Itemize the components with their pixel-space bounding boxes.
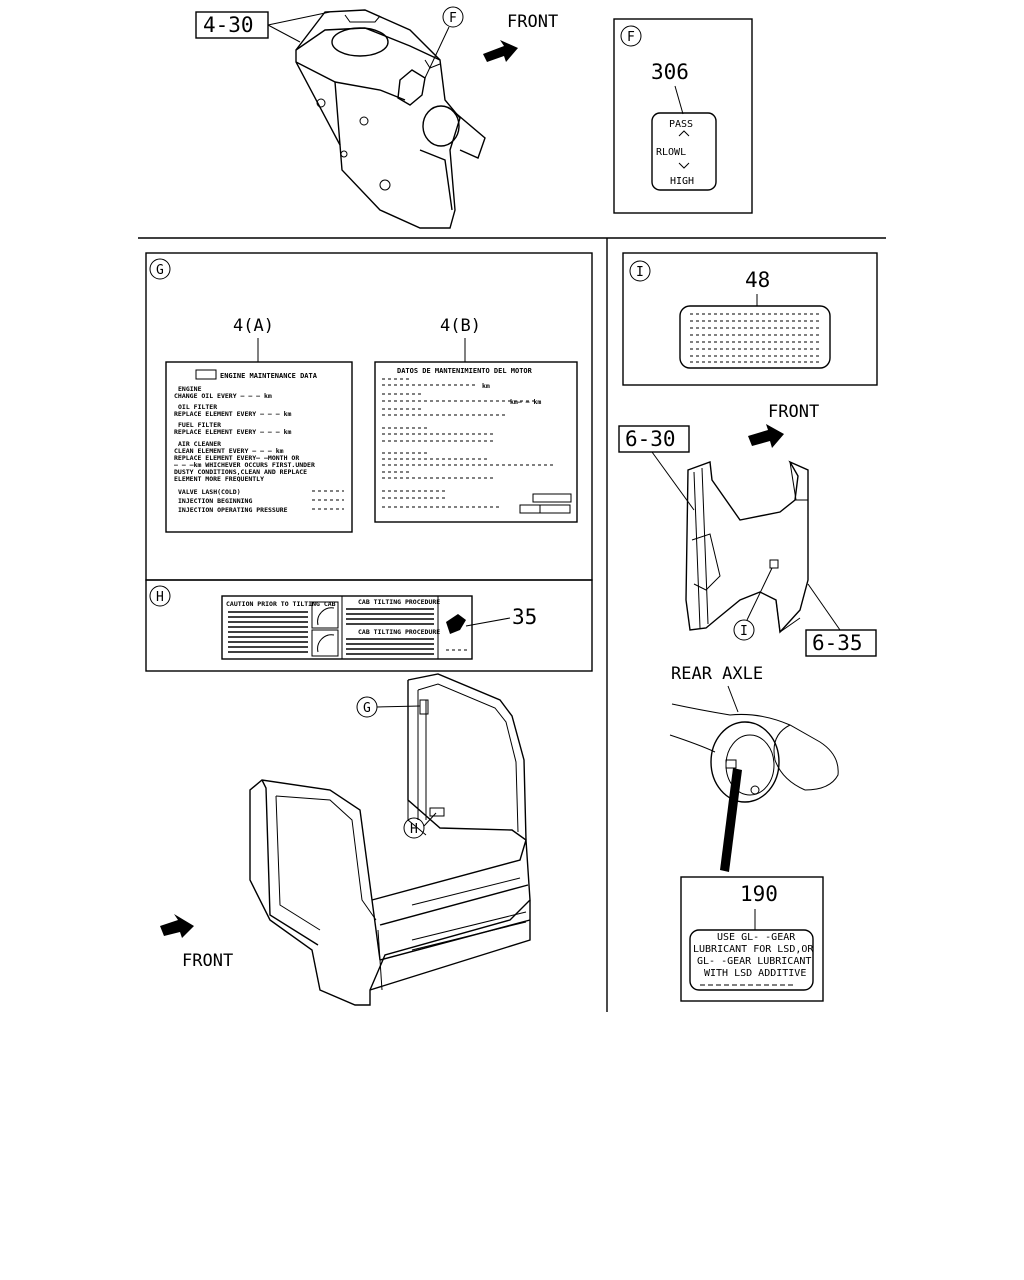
rear-axle-housing	[669, 703, 839, 872]
label-190-line: USE GL- -GEAR	[717, 932, 796, 943]
marker-h: H	[156, 590, 164, 605]
label-4a-line: AIR CLEANER	[178, 440, 221, 448]
label-4a-line: ELEMENT MORE FREQUENTLY	[174, 475, 264, 483]
label-35-right-title-2: CAB TILTING PROCEDURE	[358, 628, 440, 636]
leader-line	[807, 583, 841, 631]
front-arrow-icon	[748, 424, 784, 448]
front-label-top: FRONT	[507, 12, 558, 32]
box-f	[613, 18, 753, 214]
label-4a-line: INJECTION BEGINNING	[178, 497, 252, 505]
callout-35: 35	[512, 605, 537, 629]
front-label-bottom: FRONT	[182, 951, 233, 971]
label-4b-title: DATOS DE MANTENIMIENTO DEL MOTOR	[397, 367, 533, 375]
marker-f: F	[627, 30, 635, 45]
box-190	[680, 876, 824, 1002]
label-4b	[374, 361, 578, 523]
leader-line	[424, 26, 450, 79]
callout-box-6-35	[805, 629, 877, 657]
marker-i-circle	[733, 619, 755, 641]
callout-306: 306	[651, 60, 689, 84]
callout-4-30: 4-30	[203, 13, 254, 37]
marker-h: H	[410, 822, 418, 837]
leader-line	[267, 11, 331, 26]
callout-190: 190	[740, 882, 778, 906]
cab-body	[249, 673, 531, 1006]
label-4a-line: INJECTION OPERATING PRESSURE	[178, 506, 288, 514]
leader-line	[376, 705, 421, 708]
callout-4a: 4(A)	[233, 316, 274, 336]
label-4a-line: OIL FILTER	[178, 403, 217, 411]
label-4a-title: ENGINE MAINTENANCE DATA	[220, 372, 318, 380]
label-4a-line: CHANGE OIL EVERY — — — km	[174, 392, 272, 400]
label-4a-line: DUSTY CONDITIONS,CLEAN AND REPLACE	[174, 468, 307, 476]
sign-306	[651, 112, 717, 191]
box-i	[622, 252, 878, 386]
label-35	[221, 595, 473, 660]
marker-h-circle	[149, 585, 171, 607]
box-h	[145, 579, 593, 672]
label-4a-line: CLEAN ELEMENT EVERY — — — km	[174, 447, 284, 455]
label-4a	[165, 361, 353, 533]
callout-6-30: 6-30	[625, 427, 676, 451]
callout-48: 48	[745, 268, 770, 292]
rear-axle-label: REAR AXLE	[671, 664, 763, 684]
marker-i-circle	[629, 260, 651, 282]
marker-i: I	[740, 624, 748, 639]
marker-h-circle	[403, 817, 425, 839]
label-4a-line: REPLACE ELEMENT EVERY — — — km	[174, 428, 291, 436]
leader-line	[746, 567, 773, 621]
label-4a-line: REPLACE ELEMENT EVERY— —MONTH OR	[174, 454, 299, 462]
marker-f-circle	[442, 6, 464, 28]
leader-line	[465, 617, 511, 627]
marker-g: G	[363, 701, 371, 716]
sign-306-pass: PASS	[669, 119, 693, 130]
callout-box-6-30	[618, 425, 690, 453]
label-190-line: LUBRICANT FOR LSD,OR	[693, 944, 814, 955]
marker-g: G	[156, 263, 164, 278]
label-4b-km: km	[482, 382, 490, 390]
leader-line	[727, 685, 739, 713]
label-4a-line: ENGINE	[178, 385, 202, 393]
callout-6-35: 6-35	[812, 631, 863, 655]
label-48-lines	[690, 313, 820, 363]
column-bracket-assembly	[295, 9, 486, 229]
front-arrow-icon	[483, 40, 518, 62]
marker-f: F	[449, 11, 457, 26]
marker-i: I	[636, 265, 644, 280]
label-4a-line: REPLACE ELEMENT EVERY — — — km	[174, 410, 291, 418]
label-4b-lines	[382, 378, 556, 508]
label-4a-line: FUEL FILTER	[178, 421, 221, 429]
sign-306-high: HIGH	[670, 176, 694, 187]
label-190-line: GL- -GEAR LUBRICANT	[697, 956, 811, 967]
label-4b-kms: km— — km	[510, 398, 541, 406]
label-35-left-title: CAUTION PRIOR TO TILTING CAB	[226, 600, 336, 608]
label-4a-line: — — —km WHICHEVER OCCURS FIRST.UNDER	[174, 461, 315, 469]
front-label-right: FRONT	[768, 402, 819, 422]
label-35-lines	[228, 601, 468, 657]
leader-line	[267, 24, 301, 43]
side-panel	[685, 460, 809, 634]
sign-306-low: RLOWL	[656, 147, 686, 158]
label-4a-line: VALVE LASH(COLD)	[178, 488, 241, 496]
label-48	[679, 305, 831, 369]
label-35-right-title-1: CAB TILTING PROCEDURE	[358, 598, 440, 606]
marker-g-circle	[149, 258, 171, 280]
callout-4b: 4(B)	[440, 316, 481, 336]
leader-line	[674, 85, 684, 115]
marker-f-circle	[620, 25, 642, 47]
label-190	[689, 929, 814, 991]
label-190-line: WITH LSD ADDITIVE	[704, 968, 806, 979]
leader-line	[423, 812, 437, 827]
front-arrow-icon	[160, 914, 194, 938]
